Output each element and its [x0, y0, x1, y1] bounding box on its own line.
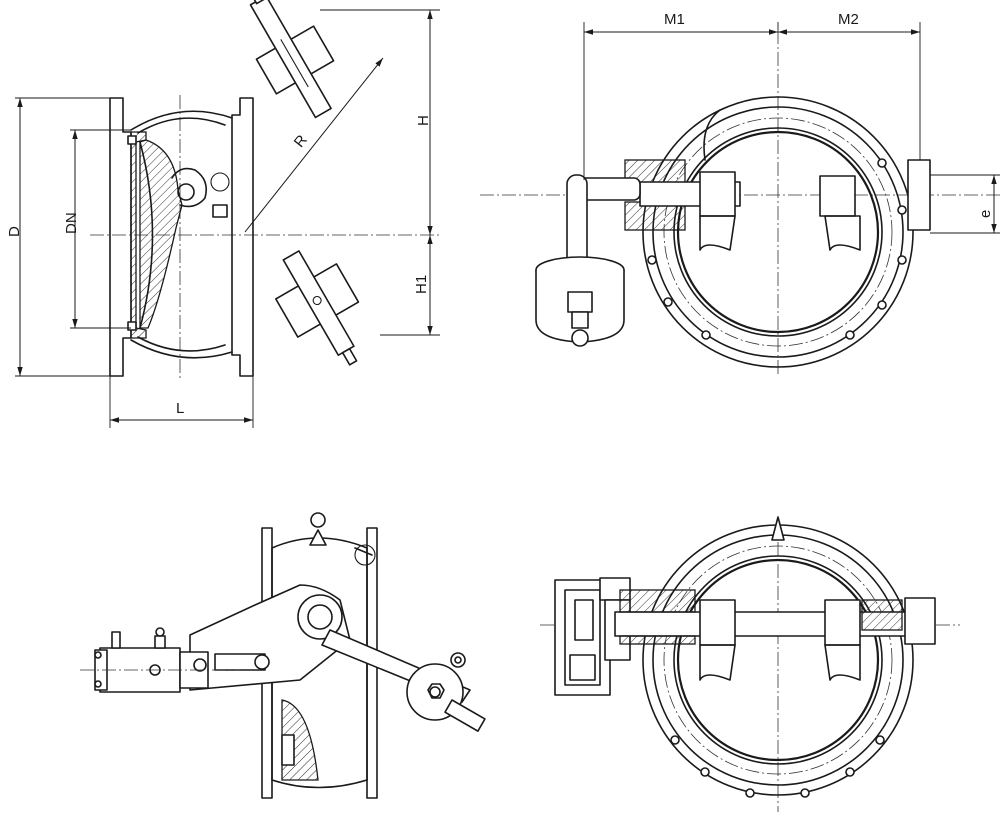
dimension-label-h1: H1: [413, 275, 430, 294]
front-view: M1 M2 e: [480, 11, 1000, 375]
dimension-label-r: R: [291, 132, 311, 151]
dimension-label-m2: M2: [838, 11, 859, 28]
dimension-label-dn: DN: [63, 212, 80, 234]
actuator-side-view: [80, 512, 486, 799]
dimension-label-d: D: [6, 226, 23, 237]
side-section-view: D DN L R H H1: [6, 0, 440, 428]
dimension-label-m1: M1: [664, 11, 685, 28]
dimension-label-h: H: [415, 115, 432, 126]
dimension-label-l: L: [176, 400, 184, 417]
actuator-front-view: [540, 516, 960, 812]
dimension-label-e: e: [977, 210, 994, 218]
